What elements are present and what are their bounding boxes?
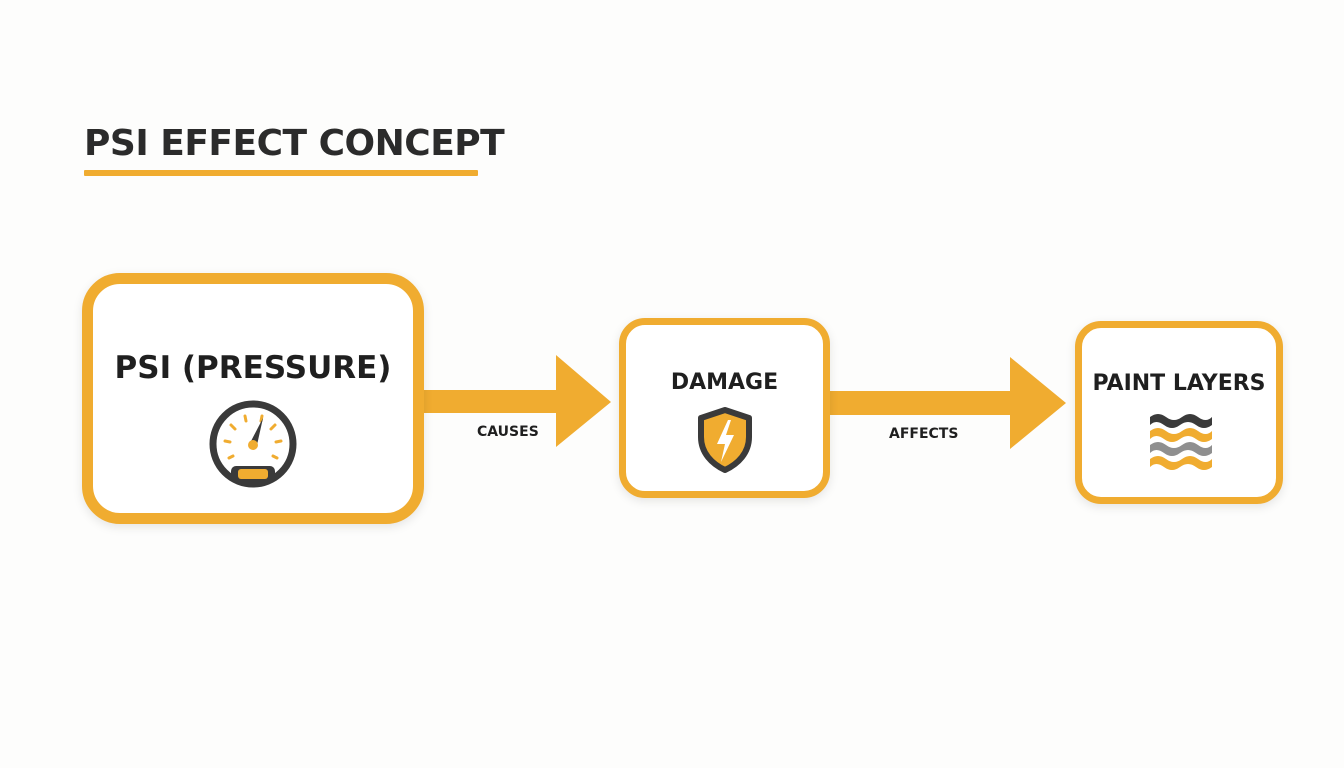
paint-layers-icon xyxy=(1150,414,1212,470)
arrow-causes xyxy=(420,355,611,447)
pressure-gauge-icon xyxy=(209,400,297,488)
node-label-damage: DAMAGE xyxy=(670,370,779,395)
title-underline xyxy=(84,170,478,176)
node-label-paint-layers: PAINT LAYERS xyxy=(1092,371,1266,396)
node-damage: DAMAGE xyxy=(619,318,830,498)
diagram-title: PSI EFFECT CONCEPT xyxy=(84,123,505,164)
edge-label-affects: AFFECTS xyxy=(889,426,959,442)
lightning-shield-icon xyxy=(698,407,752,473)
arrow-affects xyxy=(826,357,1066,449)
node-paint-layers: PAINT LAYERS xyxy=(1075,321,1283,504)
edge-label-causes: CAUSES xyxy=(477,424,539,440)
node-psi-pressure: PSI (PRESSURE) xyxy=(82,273,424,524)
node-label-psi: PSI (PRESSURE) xyxy=(114,350,392,386)
